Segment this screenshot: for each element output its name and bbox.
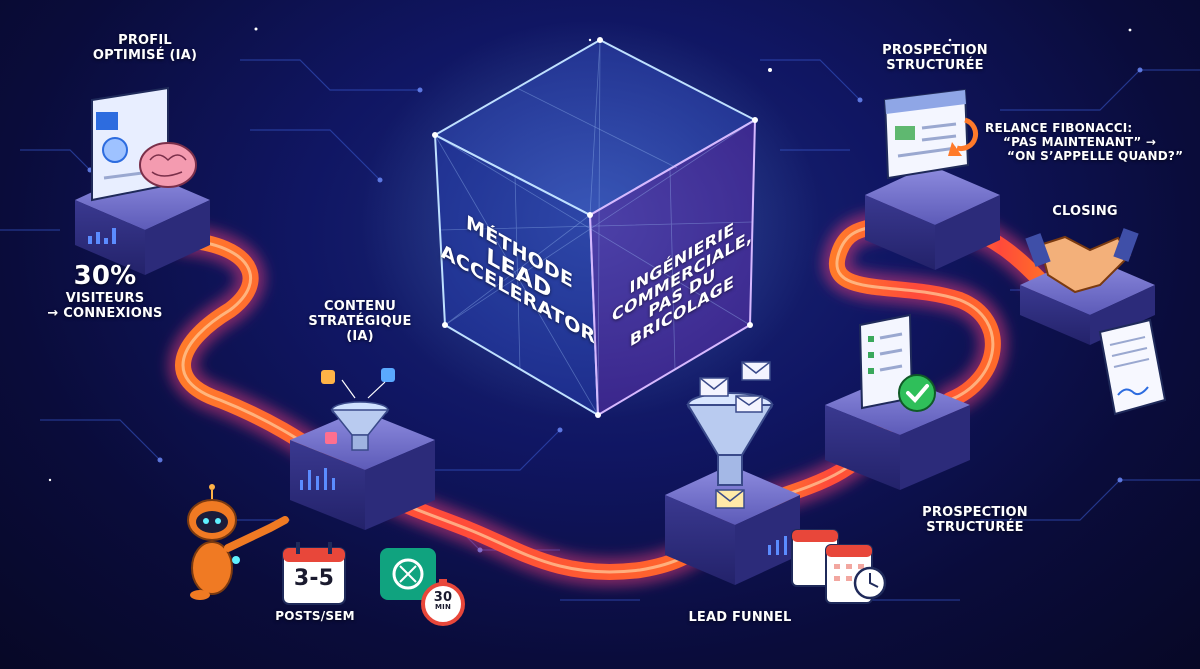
timer-value: 30	[433, 590, 453, 605]
stopwatch-icon	[421, 579, 465, 626]
calendar-icon	[282, 542, 346, 605]
profil-stat-line1: VISITEURS	[65, 290, 145, 306]
cube	[360, 20, 820, 420]
label-profil-stat: 30% VISITEURS → CONNEXIONS	[20, 261, 190, 322]
label-prospection-bottom: PROSPECTION STRUCTURÉE	[895, 505, 1055, 536]
ai-assistant-logo-icon	[380, 548, 436, 600]
contenu-title-line1: CONTENU	[323, 299, 397, 314]
robot-mascot-icon	[187, 484, 289, 600]
profil-title-line2: OPTIMISÉ (IA)	[92, 47, 198, 63]
profil-stat-line2: → CONNEXIONS	[47, 305, 163, 321]
prospection-bottom-line1: PROSPECTION	[922, 505, 1028, 520]
envelope-icon	[699, 361, 771, 509]
check-circle-icon	[898, 374, 936, 412]
label-funnel: LEAD FUNNEL	[688, 610, 792, 625]
relance-line3: “ON S’APPELLE QUAND?”	[1007, 148, 1184, 163]
calendar-stack-icon	[791, 529, 873, 604]
platform-prospection-top	[865, 165, 1000, 270]
clock-icon	[853, 566, 887, 600]
posts-label: POSTS/SEM	[275, 609, 355, 623]
prospection-bottom-line2: STRUCTURÉE	[926, 519, 1024, 535]
posts-value: 3-5	[293, 566, 335, 591]
contenu-title-line2: STRATÉGIQUE	[308, 313, 412, 329]
label-contenu: CONTENU STRATÉGIQUE (IA)	[285, 299, 435, 345]
label-prospection-top: PROSPECTION STRUCTURÉE	[855, 43, 1015, 74]
handshake-icon	[1025, 228, 1139, 294]
content-funnel-icon	[321, 368, 395, 451]
label-closing: CLOSING	[1052, 204, 1118, 219]
browser-window-icon	[883, 88, 979, 180]
brain-icon	[139, 142, 197, 188]
label-profil: PROFIL OPTIMISÉ (IA)	[70, 33, 220, 64]
relance-line1: RELANCE FIBONACCI:	[985, 121, 1133, 135]
timer-readout: 30 MIN	[423, 591, 463, 611]
profil-stat-value: 30%	[73, 261, 137, 291]
prospection-top-line1: PROSPECTION	[882, 43, 988, 58]
label-relance: RELANCE FIBONACCI: “PAS MAINTENANT” → “O…	[985, 121, 1195, 163]
prospection-top-line2: STRUCTURÉE	[886, 57, 984, 73]
contract-icon	[1098, 318, 1167, 416]
checklist-icon	[858, 313, 914, 410]
relance-line2: “PAS MAINTENANT” →	[1003, 134, 1157, 149]
profil-title-line1: PROFIL	[118, 33, 172, 48]
contenu-title-line3: (IA)	[346, 328, 374, 344]
timer-unit: MIN	[434, 603, 452, 611]
